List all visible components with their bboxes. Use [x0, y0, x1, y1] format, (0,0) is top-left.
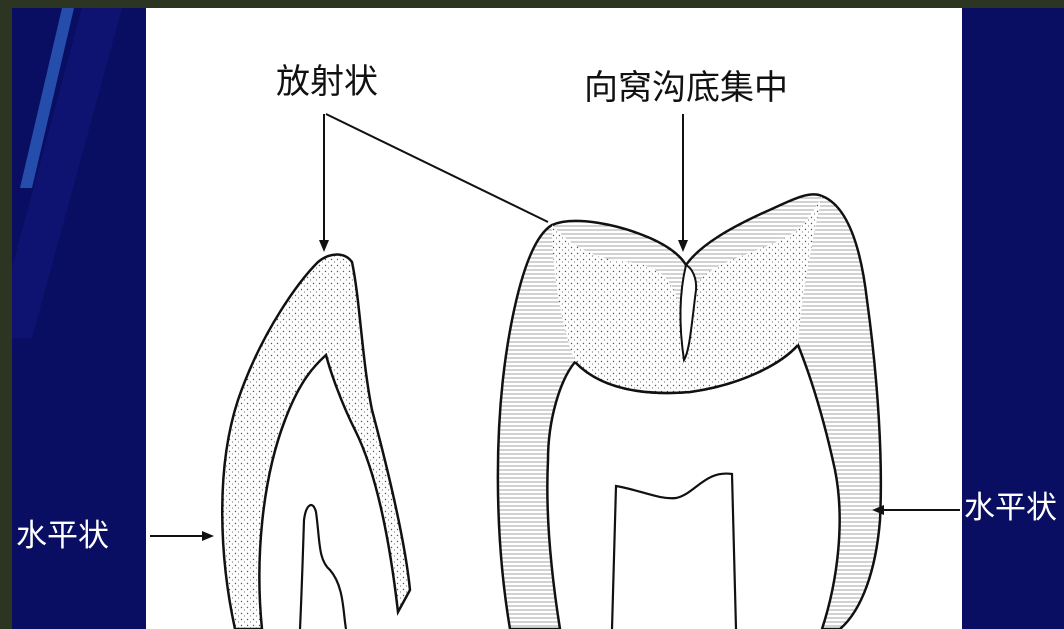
horizontal-right-arrow: [872, 505, 960, 515]
fossa-pointer-arrow: [678, 114, 688, 252]
radial-pointer-lines: [319, 114, 548, 252]
incisor-pulp-outline: [300, 505, 346, 629]
horizontal-left-arrow: [150, 531, 214, 541]
label-radial: 放射状: [276, 54, 378, 103]
label-toward-fossa: 向窝沟底集中: [584, 60, 788, 109]
molar-enamel: [498, 194, 881, 629]
label-horizontal-right: 水平状: [964, 482, 1057, 527]
molar-pulp-outline: [612, 474, 736, 629]
incisor-enamel: [222, 255, 410, 629]
label-horizontal-left: 水平状: [16, 510, 109, 555]
